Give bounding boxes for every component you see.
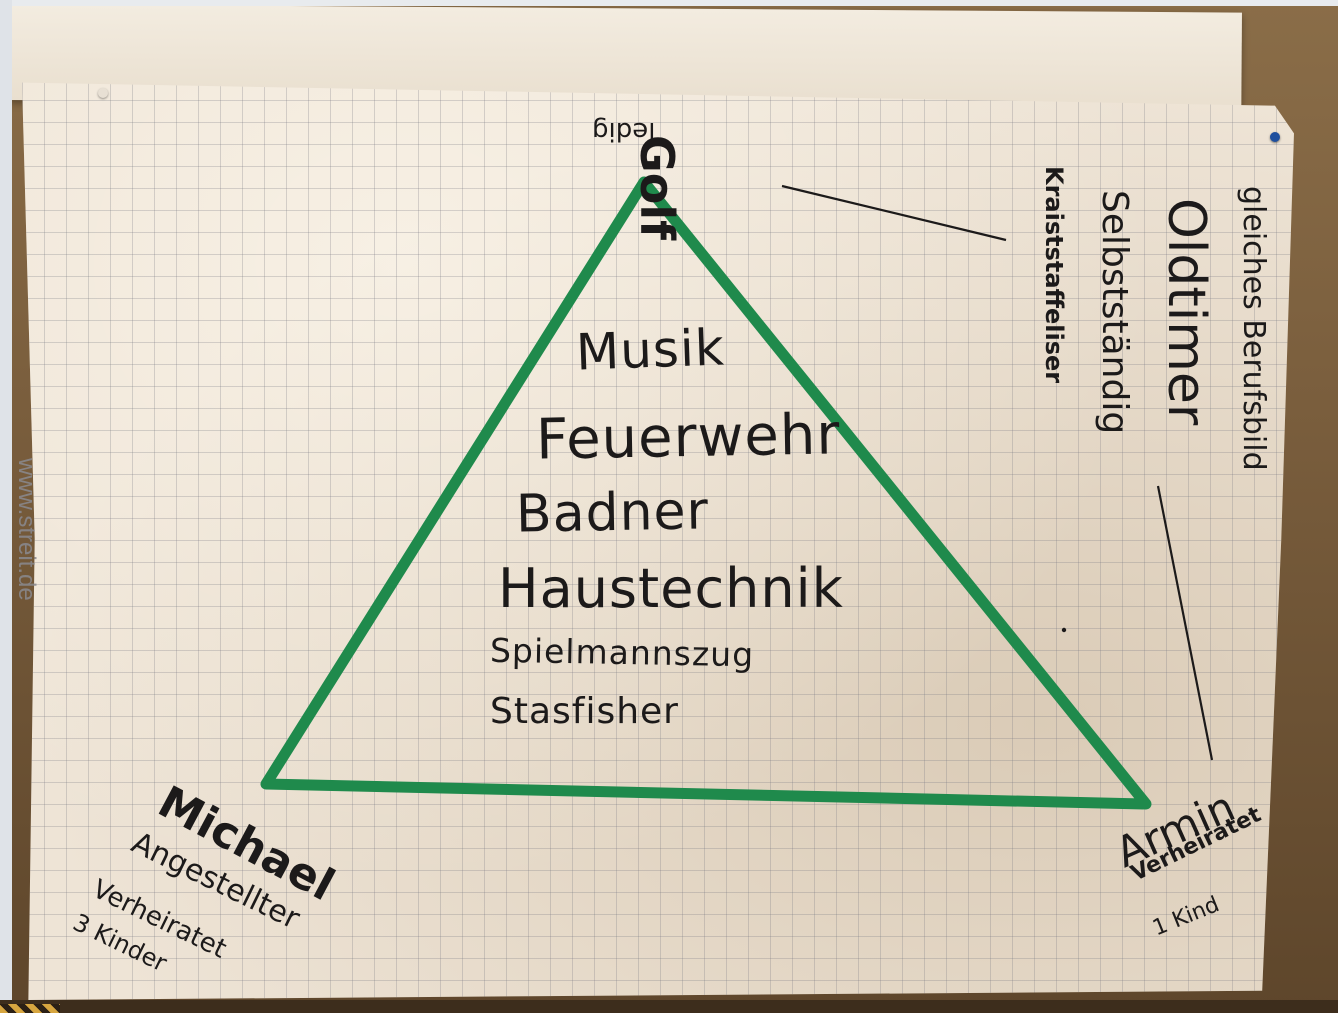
- relationship-triangle: [260, 176, 1152, 810]
- word-stasfisher: Stasfisher: [490, 691, 679, 732]
- pushpin-left: [98, 88, 108, 98]
- watermark: www.streit.de: [13, 458, 40, 601]
- right-column-line-2: Selbstständig: [1094, 190, 1135, 435]
- word-musik: Musik: [575, 318, 726, 382]
- right-column-line-4: gleiches Berufsbild: [1236, 186, 1271, 471]
- right-column-line-1: Kraiststaffeliser: [1040, 166, 1068, 384]
- ink-dot: [1061, 627, 1067, 633]
- divider-line-top: [781, 184, 1007, 242]
- word-feuerwehr: Feuerwehr: [535, 402, 841, 473]
- right-column-line-3: Oldtimer: [1156, 198, 1216, 426]
- frame-top-edge: [0, 0, 1338, 6]
- word-spielmannszug: Spielmannszug: [489, 630, 755, 675]
- word-haustechnik: Haustechnik: [498, 557, 844, 620]
- top-vertex-side-word: Golf: [630, 135, 684, 241]
- pushpin-right: [1270, 132, 1280, 142]
- wall-bottom: [0, 1000, 1338, 1013]
- flipchart-paper: [22, 82, 1294, 1000]
- word-badner: Badner: [515, 481, 710, 545]
- divider-line-right: [1156, 485, 1214, 761]
- hazard-tape: [0, 1004, 60, 1013]
- frame-left-edge: [0, 0, 12, 1013]
